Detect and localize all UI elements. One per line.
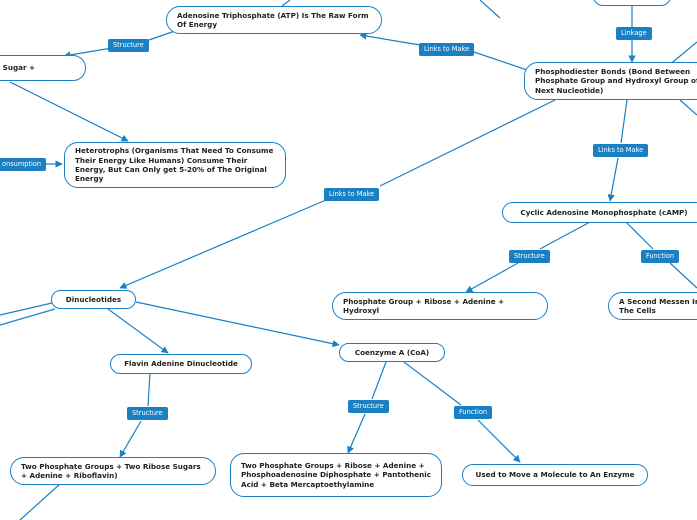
- edge-dinucleotides-left1: [0, 302, 53, 316]
- label-links-to-make-2[interactable]: Links to Make: [593, 144, 649, 157]
- edge-phosphodiester-linkstomake2: [620, 99, 628, 144]
- node-phosphodiester[interactable]: Phosphodiester Bonds (Bond Between Phosp…: [524, 62, 697, 100]
- label-function-2[interactable]: Function: [454, 406, 493, 419]
- node-camp-text: Cyclic Adenosine Monophosphate (cAMP): [520, 207, 688, 217]
- node-heterotrophs-text: Heterotrophs (Organisms That Need To Con…: [75, 146, 274, 184]
- edge-phosphodiester-linkstomake3: [379, 99, 556, 187]
- label-links-to-make-1[interactable]: Links to Make: [419, 43, 475, 56]
- edge-structure-sugar: [63, 47, 113, 59]
- label-linkage[interactable]: Linkage: [616, 27, 652, 40]
- label-structure-3[interactable]: Structure: [127, 407, 168, 420]
- label-consumption[interactable]: onsumption: [0, 158, 47, 171]
- node-coa-structure-text: Two Phosphate Groups + Ribose + Adenine …: [241, 460, 432, 489]
- node-second-messenger[interactable]: A Second Messen In The Cells: [608, 292, 697, 320]
- label-structure-4[interactable]: Structure: [348, 400, 389, 413]
- node-heterotrophs[interactable]: Heterotrophs (Organisms That Need To Con…: [64, 142, 286, 188]
- label-structure-1[interactable]: Structure: [108, 39, 149, 52]
- node-phosphate-ribose-text: Phosphate Group + Ribose + Adenine + Hyd…: [343, 296, 505, 315]
- node-fad[interactable]: Flavin Adenine Dinucleotide: [110, 354, 252, 374]
- edge-camp-function: [625, 221, 654, 250]
- edge-dinucleotides-fad: [107, 308, 169, 354]
- node-top-partial[interactable]: [593, 0, 671, 6]
- node-dinucleotides-text: Dinucleotides: [65, 294, 122, 304]
- edge-structure-coastructure: [347, 413, 366, 454]
- edge-linkstomake-atp: [359, 32, 421, 46]
- edge-structure-phosphate: [465, 262, 519, 293]
- node-coa-function[interactable]: Used to Move a Molecule to An Enzyme: [462, 464, 648, 486]
- label-structure-2[interactable]: Structure: [509, 250, 550, 263]
- node-sugar-text: se Sugar +: [0, 63, 36, 73]
- edge-function-messenger: [669, 262, 697, 289]
- node-atp[interactable]: Adenosine Triphosphate (ATP) Is The Raw …: [166, 6, 382, 34]
- edge-linkstomake3-dinucleotides: [119, 199, 327, 289]
- node-phosphate-ribose[interactable]: Phosphate Group + Ribose + Adenine + Hyd…: [332, 292, 548, 320]
- edge-fadstructure-down: [19, 483, 61, 520]
- node-dinucleotides[interactable]: Dinucleotides: [51, 290, 136, 309]
- edge-coa-function: [403, 361, 462, 406]
- edge-sugar-heterotrophs: [9, 81, 129, 142]
- node-atp-text: Adenosine Triphosphate (ATP) Is The Raw …: [177, 10, 369, 29]
- edge-camp-structure: [539, 221, 591, 250]
- node-coa-text: Coenzyme A (CoA): [354, 347, 430, 357]
- edge-coafunction-up: [479, 0, 501, 19]
- node-phosphodiester-text: Phosphodiester Bonds (Bond Between Phosp…: [535, 66, 697, 95]
- edge-right-bottom: [679, 99, 697, 116]
- edge-structure-fadstructure: [119, 420, 142, 458]
- label-links-to-make-3[interactable]: Links to Make: [324, 188, 380, 201]
- node-coa-function-text: Used to Move a Molecule to An Enzyme: [475, 470, 635, 480]
- edge-atp-up: [281, 0, 291, 7]
- node-fad-structure-text: Two Phosphate Groups + Two Ribose Sugars…: [21, 461, 201, 480]
- node-fad-text: Flavin Adenine Dinucleotide: [124, 359, 238, 369]
- node-fad-structure[interactable]: Two Phosphate Groups + Two Ribose Sugars…: [10, 457, 216, 485]
- edge-dinucleotides-coa: [135, 301, 340, 348]
- edge-phosphodiester-linkstomake: [473, 51, 528, 71]
- node-camp[interactable]: Cyclic Adenosine Monophosphate (cAMP): [502, 202, 697, 223]
- node-sugar[interactable]: se Sugar +: [0, 55, 86, 81]
- node-second-messenger-text: A Second Messen In The Cells: [619, 296, 697, 315]
- edge-coa-structure: [371, 361, 387, 400]
- node-coa[interactable]: Coenzyme A (CoA): [339, 343, 445, 362]
- edge-dinucleotides-left2: [0, 308, 56, 326]
- label-function-1[interactable]: Function: [641, 250, 680, 263]
- edge-function-coafunction: [477, 419, 521, 463]
- node-coa-structure[interactable]: Two Phosphate Groups + Ribose + Adenine …: [230, 453, 442, 497]
- edge-fad-structure: [147, 372, 151, 407]
- edge-linkstomake2-camp: [607, 157, 619, 202]
